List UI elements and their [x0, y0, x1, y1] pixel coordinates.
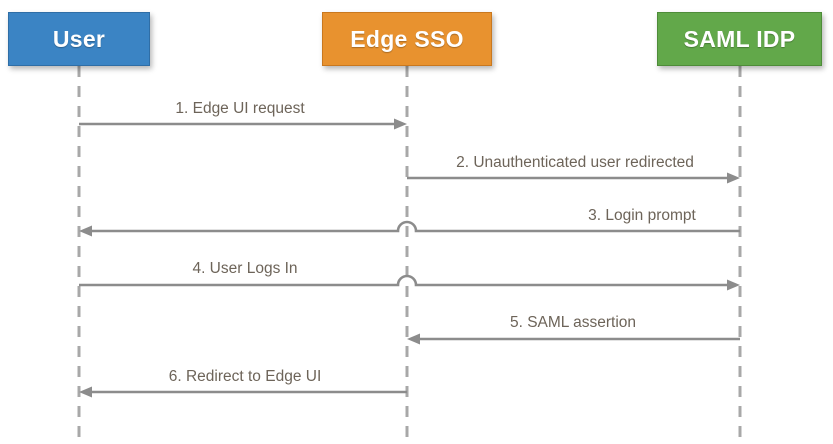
message-label-2: 2. Unauthenticated user redirected — [456, 154, 694, 171]
message-4[interactable] — [79, 274, 740, 291]
message-2[interactable] — [407, 172, 740, 184]
participant-box-saml-idp[interactable]: SAML IDP — [657, 12, 822, 66]
message-arrowhead-1 — [394, 118, 407, 130]
message-label-6: 6. Redirect to Edge UI — [168, 368, 322, 385]
message-6[interactable] — [79, 386, 407, 398]
messages-group — [79, 118, 740, 398]
participant-label-edge-sso: Edge SSO — [350, 25, 464, 52]
message-line-3 — [92, 220, 740, 233]
message-label-1: 1. Edge UI request — [175, 100, 305, 117]
message-1[interactable] — [79, 118, 407, 130]
message-3[interactable] — [79, 220, 740, 237]
participant-box-user[interactable]: User — [8, 12, 150, 66]
message-label-5: 5. SAML assertion — [509, 314, 637, 331]
message-label-4: 4. User Logs In — [192, 260, 298, 277]
message-arrowhead-2 — [727, 172, 740, 184]
message-arrowhead-5 — [407, 333, 420, 345]
participant-label-saml-idp: SAML IDP — [683, 25, 796, 52]
message-arrowhead-4 — [727, 279, 740, 291]
lifelines-group — [77, 66, 742, 444]
message-5[interactable] — [407, 333, 740, 345]
participant-box-edge-sso[interactable]: Edge SSO — [322, 12, 492, 66]
participant-label-user: User — [52, 25, 106, 52]
message-label-3: 3. Login prompt — [588, 207, 696, 224]
message-arrowhead-3 — [79, 225, 92, 237]
message-arrowhead-6 — [79, 386, 92, 398]
message-line-4 — [79, 274, 727, 287]
